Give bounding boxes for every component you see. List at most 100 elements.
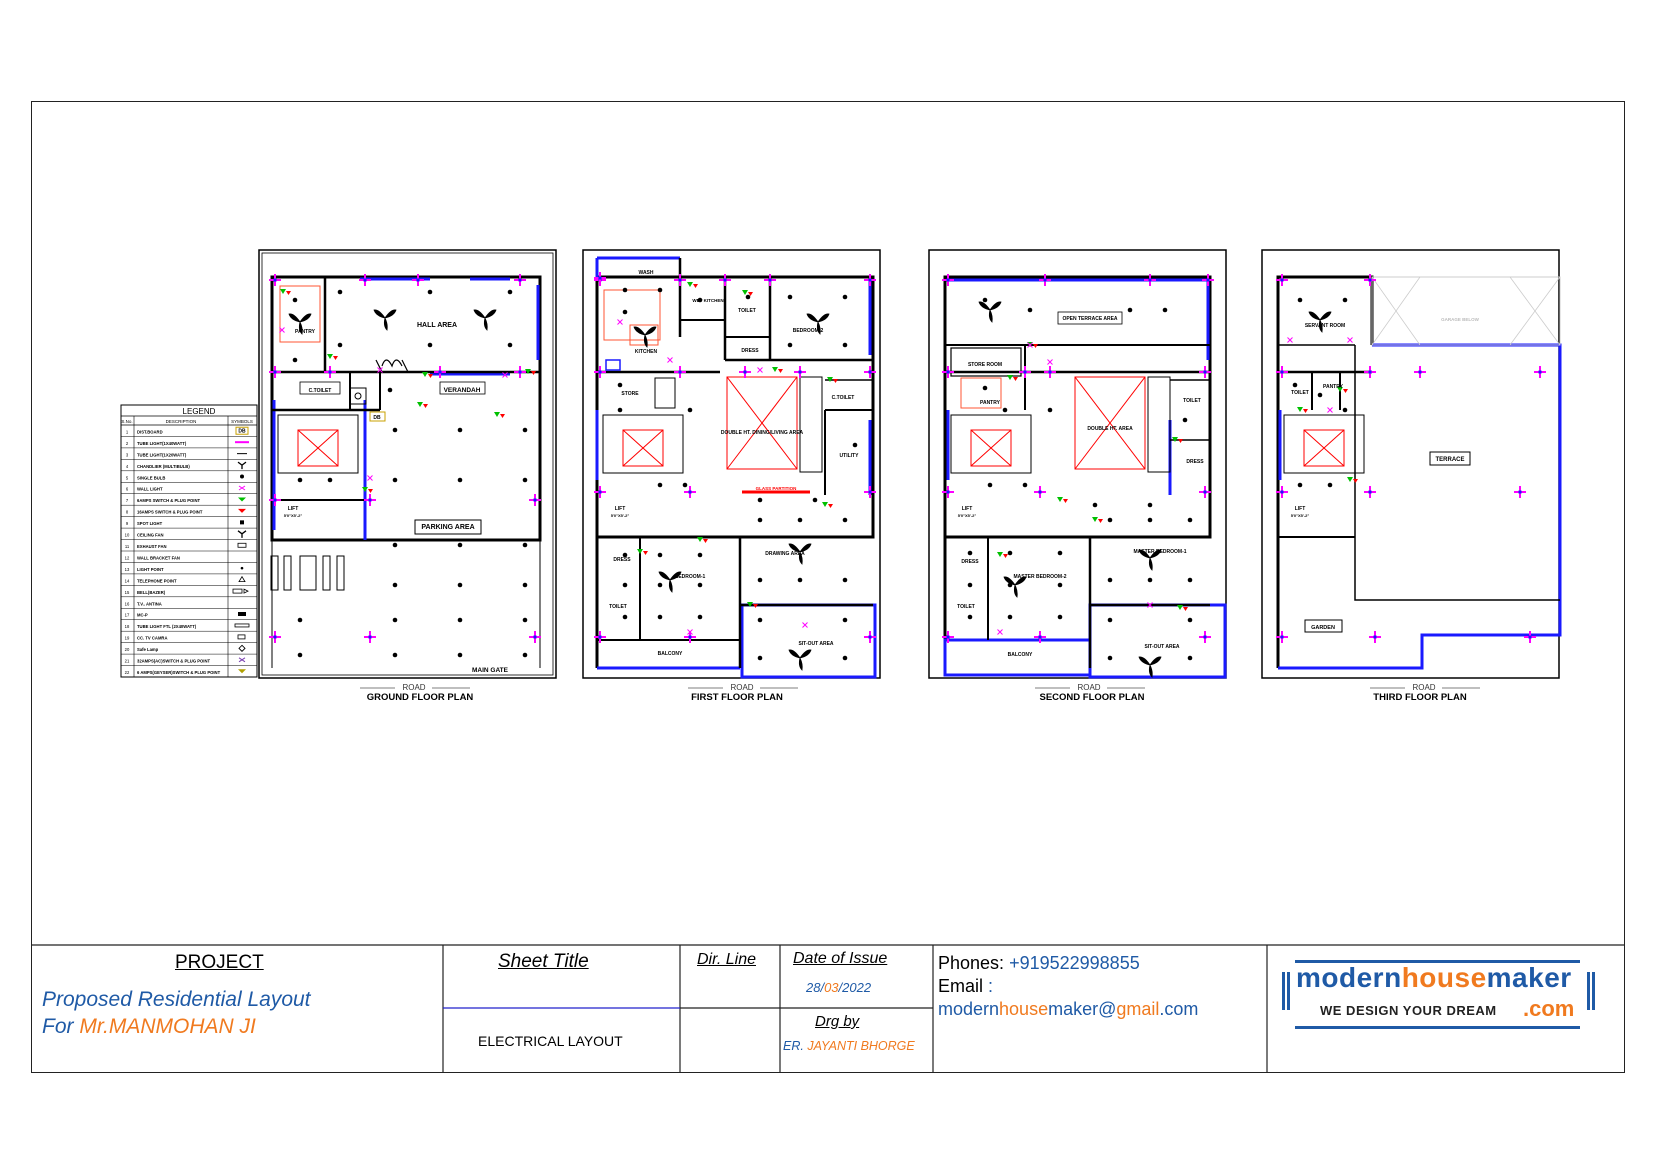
socket-point-icon — [1199, 631, 1211, 643]
light-point-icon — [457, 477, 463, 483]
light-point-icon — [1092, 502, 1098, 508]
socket-point-icon — [1027, 342, 1033, 348]
legend-row-number: 7 — [126, 498, 129, 503]
socket-point-icon — [772, 367, 783, 373]
light-point-icon — [457, 617, 463, 623]
light-point-icon — [1342, 407, 1348, 413]
room-label: VERANDAH — [444, 387, 481, 394]
socket-point-icon — [1337, 387, 1348, 393]
phone-number[interactable]: +919522998855 — [1009, 953, 1140, 973]
legend-symbol-icon — [232, 588, 249, 594]
socket-point-icon — [594, 366, 606, 378]
light-point-icon — [1317, 392, 1323, 398]
light-point-icon — [297, 477, 303, 483]
legend-row-number: 11 — [125, 544, 130, 549]
socket-point-icon — [514, 274, 526, 286]
light-point-icon — [967, 582, 973, 588]
third-floor-plan — [1261, 249, 1562, 679]
legend-symbol-icon — [238, 497, 246, 502]
legend-symbol-icon — [237, 634, 246, 640]
socket-point-icon — [1092, 517, 1103, 523]
socket-point-icon — [377, 367, 383, 373]
light-point-icon — [842, 617, 848, 623]
socket-point-icon — [1524, 631, 1536, 643]
ceiling-fan-icon — [788, 543, 812, 565]
room-label: DRESS — [1186, 459, 1204, 465]
light-point-icon — [387, 387, 393, 393]
legend-row-description: BELL(BAZER) — [137, 590, 166, 595]
socket-point-icon — [864, 274, 876, 286]
light-point-icon — [522, 477, 528, 483]
room-label: DB — [373, 415, 381, 421]
light-point-icon — [617, 382, 623, 388]
date-of-issue-label: Date of Issue — [793, 950, 888, 967]
plan-title-second: SECOND FLOOR PLAN — [1039, 692, 1144, 703]
room-label: DRAWING AREA — [765, 551, 805, 557]
room-label: TOILET — [738, 308, 756, 314]
room-label: C.TOILET — [832, 395, 855, 401]
light-point-icon — [457, 652, 463, 658]
light-point-icon — [657, 614, 663, 620]
logo-part: house — [1401, 962, 1487, 993]
socket-point-icon — [687, 282, 698, 288]
socket-point-icon — [594, 272, 606, 284]
ceiling-fan-icon — [658, 571, 682, 593]
light-point-icon — [292, 357, 298, 363]
socket-point-icon — [637, 549, 648, 555]
drg-by-prefix: ER. — [783, 1039, 808, 1053]
room-label: BEDROOM-1 — [675, 574, 706, 580]
light-point-icon — [507, 289, 513, 295]
room-label: SIT-OUT AREA — [798, 641, 833, 647]
light-point-icon — [392, 617, 398, 623]
light-point-icon — [1342, 297, 1348, 303]
light-point-icon — [1147, 502, 1153, 508]
light-point-icon — [392, 477, 398, 483]
room-label: GLASS PARTITION — [756, 486, 797, 491]
room-label: 5'0"X5'-2" — [284, 513, 303, 518]
svg-text:DB: DB — [238, 429, 246, 435]
legend-header-symbols: SYMBOLS — [231, 419, 253, 424]
light-point-icon — [522, 427, 528, 433]
legend-row-number: 2 — [126, 441, 129, 446]
ceiling-fan-icon — [1138, 656, 1162, 678]
socket-point-icon — [942, 486, 954, 498]
ceiling-fan-icon — [788, 649, 812, 671]
drg-by-value: ER. JAYANTI BHORGE — [783, 1039, 915, 1053]
room-label: OPEN TERRACE AREA — [1062, 316, 1117, 322]
room-label: KITCHEN — [635, 349, 658, 355]
plan-title-third: THIRD FLOOR PLAN — [1373, 692, 1467, 703]
socket-point-icon — [279, 327, 285, 333]
email-colon: : — [983, 976, 994, 996]
socket-point-icon — [617, 319, 623, 325]
light-point-icon — [622, 552, 628, 558]
ceiling-fan-icon — [473, 309, 497, 331]
first-floor-plan — [582, 249, 881, 679]
socket-point-icon — [1276, 366, 1288, 378]
legend-row-description: CEILING FAN — [137, 533, 164, 538]
socket-point-icon — [502, 372, 508, 378]
legend-symbol-icon — [237, 530, 247, 538]
email-address[interactable]: modernhousemaker@gmail.com — [938, 999, 1198, 1020]
socket-point-icon — [1047, 359, 1053, 365]
sheet-title-label: Sheet Title — [498, 951, 589, 972]
light-point-icon — [745, 294, 751, 300]
drafter-name: JAYANTI BHORGE — [807, 1039, 915, 1053]
road-label: ROAD — [402, 683, 425, 692]
light-point-icon — [1127, 307, 1133, 313]
light-point-icon — [1187, 517, 1193, 523]
logo-wordmark: modernhousemaker — [1296, 962, 1572, 994]
client-name: Mr.MANMOHAN JI — [79, 1015, 256, 1038]
road-label: ROAD — [1077, 683, 1100, 692]
socket-point-icon — [764, 274, 776, 286]
legend-row-number: 14 — [125, 578, 130, 583]
second-floor-plan — [928, 249, 1227, 679]
socket-point-icon — [1199, 486, 1211, 498]
light-point-icon — [1187, 577, 1193, 583]
socket-point-icon — [1534, 366, 1546, 378]
light-point-icon — [757, 577, 763, 583]
legend-row-number: 9 — [126, 521, 129, 526]
legend-symbol-icon — [238, 669, 246, 674]
room-label: BEDROOM-2 — [793, 328, 824, 334]
socket-point-icon — [1202, 274, 1214, 286]
socket-point-icon — [864, 486, 876, 498]
